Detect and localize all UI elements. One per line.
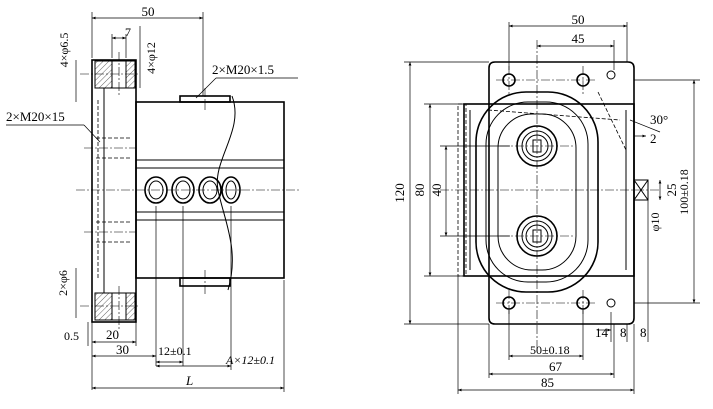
front-dim-12: 12±0.1 — [158, 344, 192, 358]
side-dim-67: 67 — [549, 359, 563, 374]
side-dim-8a: 8 — [620, 325, 627, 340]
side-dim-8b: 8 — [640, 325, 647, 340]
side-dim-30deg: 30° — [650, 112, 668, 127]
front-flange — [91, 59, 137, 323]
front-thread-right-label: 2×M20×1.5 — [212, 62, 274, 77]
front-thread-left-label: 2×M20×15 — [6, 109, 65, 124]
side-dim-120: 120 — [392, 183, 407, 203]
side-dim-100: 100±0.18 — [677, 169, 691, 215]
side-dim-85: 85 — [541, 375, 554, 390]
side-dim-phi10: φ10 — [648, 213, 662, 232]
front-thread-left-bottom — [84, 221, 136, 243]
side-dim-40: 40 — [429, 184, 444, 197]
side-dim-14: 14 — [595, 325, 609, 340]
side-dim-50: 50 — [572, 12, 585, 27]
side-nozzle — [633, 179, 649, 201]
front-dim-30: 30 — [116, 342, 129, 357]
front-dim-L: L — [185, 373, 193, 388]
front-dim-7: 7 — [125, 25, 131, 39]
side-dim-25: 25 — [664, 184, 679, 197]
side-outer-plate — [488, 61, 635, 325]
front-thread-left-top — [84, 137, 136, 159]
front-view: 50 7 4×φ12 4×φ6.5 2×M20×1.5 2×M20×15 2×φ… — [6, 4, 300, 392]
front-dim-phi12: 4×φ12 — [144, 42, 158, 74]
side-dim-50tol: 50±0.18 — [530, 343, 570, 357]
side-view: 50 45 120 80 40 30° 2 25 φ10 100±0.18 — [392, 12, 700, 394]
front-dim-20: 20 — [106, 327, 119, 342]
side-dim-45: 45 — [572, 31, 585, 46]
side-dim-80: 80 — [412, 184, 427, 197]
front-dim-phi6: 2×φ6 — [56, 270, 70, 296]
front-dim-pitch: A×12±0.1 — [225, 353, 275, 367]
front-dim-phi6-5: 4×φ6.5 — [57, 33, 71, 68]
side-dim-2: 2 — [650, 131, 657, 146]
front-dim-50: 50 — [142, 4, 155, 19]
front-dim-0-5: 0.5 — [64, 329, 79, 343]
